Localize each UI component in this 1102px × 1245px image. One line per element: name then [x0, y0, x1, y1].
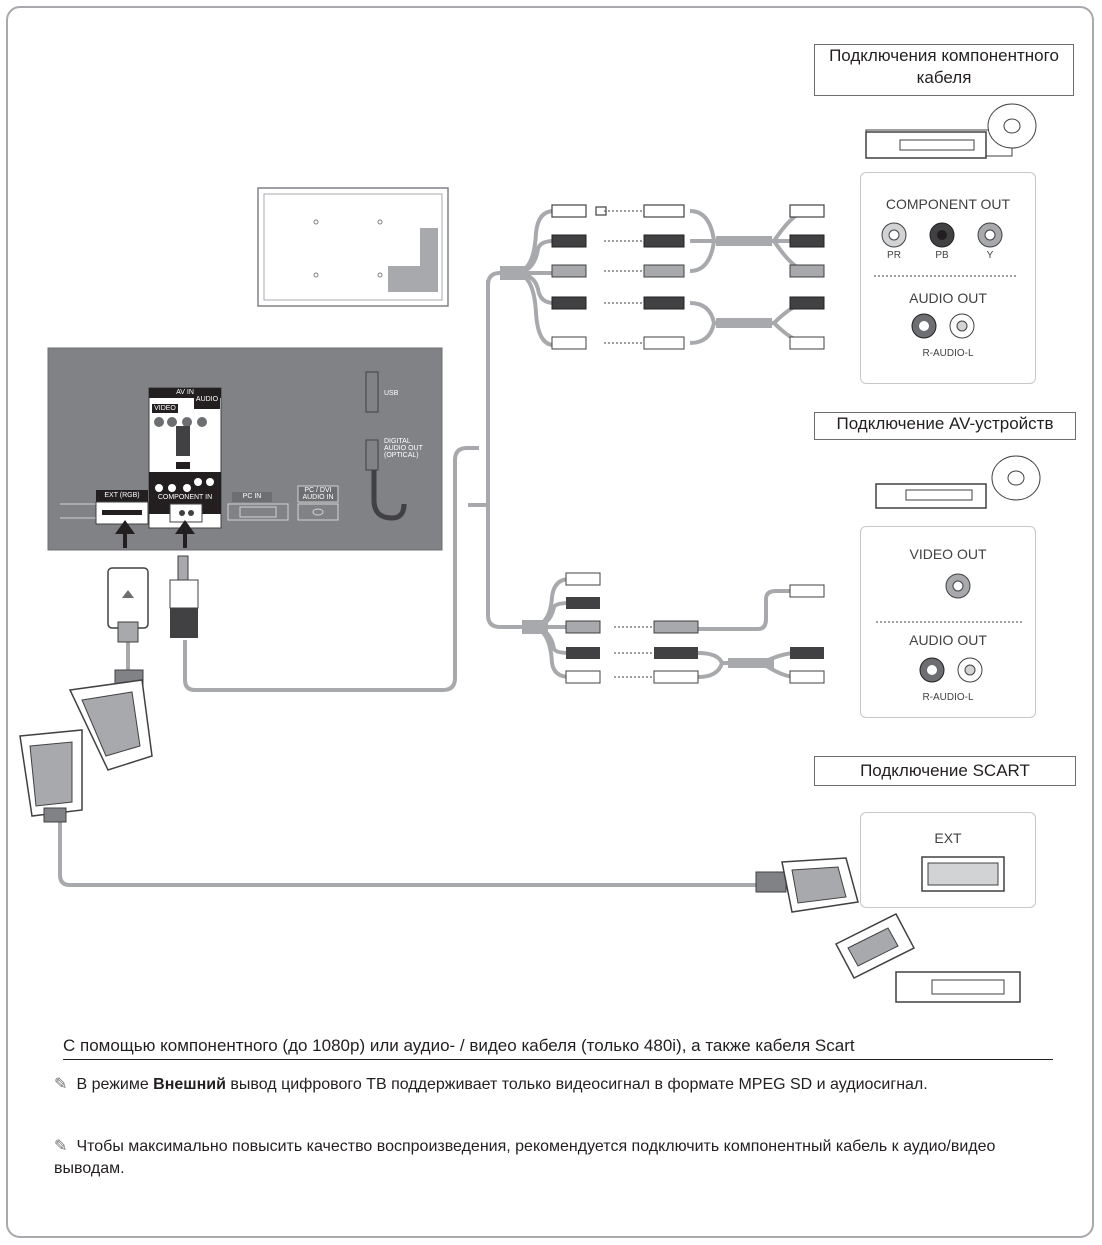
tv-label-usb: USB	[384, 390, 399, 397]
tv-label-ext-rgb: EXT (RGB)	[104, 492, 140, 499]
video-out-title: VIDEO OUT	[909, 546, 987, 562]
component-out-title: COMPONENT OUT	[885, 196, 1011, 212]
scart-connector-left	[19, 567, 153, 823]
note-1-pre: В режиме	[76, 1076, 154, 1093]
tv-label-pc-dvi-audio: PC / DVI AUDIO IN	[302, 487, 334, 501]
note-1-post: вывод цифрового ТВ поддерживает только в…	[225, 1076, 928, 1093]
diagram-caption: С помощью компонентного (до 1080p) или а…	[63, 1036, 1053, 1060]
dvd-player-top	[865, 103, 1037, 159]
tv-label-component-in: COMPONENT IN	[157, 494, 213, 501]
component-plugs	[500, 204, 825, 350]
label-component: Подключения компонентного кабеля	[814, 44, 1074, 96]
tv-label-pc-in: PC IN	[242, 493, 262, 500]
audio-jack-connector	[169, 555, 199, 638]
component-panel	[860, 172, 1036, 384]
note-2: ✎ Чтобы максимально повысить качество во…	[54, 1136, 1054, 1180]
tv-label-optical: DIGITAL AUDIO OUT (OPTICAL)	[384, 438, 423, 459]
jack-label-pr: PR	[887, 250, 901, 261]
tv-back-outline	[257, 187, 449, 307]
component-cables	[468, 209, 810, 507]
tv-rear-panel	[47, 347, 443, 551]
label-scart: Подключение SCART	[814, 756, 1076, 786]
av-panel	[860, 526, 1036, 718]
ext-title: EXT	[934, 830, 962, 846]
tv-label-video: VIDEO	[154, 405, 176, 412]
tv-label-av-in: AV IN	[176, 389, 194, 396]
av-audio-sub: R-AUDIO-L	[922, 692, 974, 703]
scart-panel	[860, 812, 1036, 908]
av-cables	[486, 280, 797, 679]
vcr-player	[834, 913, 1021, 1003]
pencil-icon: ✎	[54, 1138, 68, 1155]
label-av: Подключение AV-устройств	[814, 412, 1076, 440]
component-audio-sub: R-AUDIO-L	[922, 348, 974, 359]
tv-label-audio: AUDIO	[195, 396, 219, 403]
jack-label-y: Y	[986, 250, 994, 261]
dvd-player-av	[875, 455, 1041, 509]
av-jacks	[876, 573, 1022, 683]
jack-label-pb: PB	[935, 250, 949, 261]
component-jacks	[874, 222, 1018, 339]
scart-port	[921, 856, 1005, 892]
note-2-text: Чтобы максимально повысить качество восп…	[54, 1138, 996, 1177]
note-1-bold: Внешний	[153, 1076, 226, 1093]
pencil-icon: ✎	[54, 1076, 68, 1093]
scart-connector-right	[755, 857, 859, 913]
av-plugs	[522, 572, 825, 684]
component-audio-out-title: AUDIO OUT	[909, 290, 987, 306]
diagram-frame	[6, 6, 1094, 1238]
note-1: ✎ В режиме Внешний вывод цифрового ТВ по…	[54, 1074, 1054, 1096]
av-audio-out-title: AUDIO OUT	[909, 632, 987, 648]
